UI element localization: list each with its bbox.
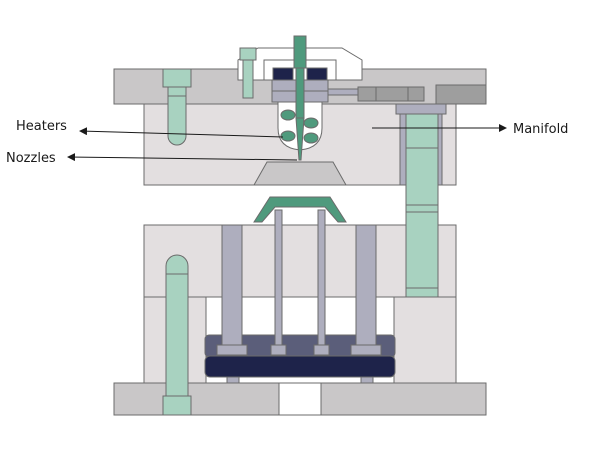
heater-4	[303, 132, 319, 144]
leader-pin-lower-foot	[162, 395, 192, 416]
connector-rod	[327, 88, 359, 96]
sprue-channel	[293, 35, 307, 69]
callouts: Heaters Nozzles Manifold	[6, 119, 568, 166]
nozzle-tip	[295, 117, 305, 161]
heater-2	[303, 117, 319, 129]
support-block-right	[393, 296, 457, 384]
moving-half	[113, 196, 487, 416]
heaters-leader	[79, 127, 284, 138]
side-connector-block	[435, 84, 487, 105]
return-pin-right	[355, 224, 377, 348]
support-pillar	[405, 113, 439, 291]
nozzles-leader	[67, 153, 298, 162]
leader-pin-upper-head	[162, 68, 192, 88]
label-nozzles: Nozzles	[6, 151, 56, 166]
ejector-opening	[278, 382, 322, 416]
fixed-half	[113, 35, 487, 299]
ejector-pin-right	[317, 209, 326, 348]
cavity-insert	[253, 161, 347, 186]
connector-body	[357, 86, 425, 102]
molded-part	[253, 196, 347, 223]
leader-pin-lower	[165, 254, 189, 397]
locating-block-left	[272, 67, 294, 81]
ejector-pin-left	[274, 209, 283, 348]
locating-block-right	[306, 67, 328, 81]
heater-3	[280, 130, 296, 142]
leader-pin-upper	[167, 86, 187, 146]
return-pin-left	[221, 224, 243, 348]
return-pin-head	[395, 103, 447, 115]
label-heaters: Heaters	[16, 119, 67, 134]
label-manifold: Manifold	[513, 122, 568, 137]
heater-1	[280, 109, 296, 121]
ejector-plate	[204, 355, 396, 378]
